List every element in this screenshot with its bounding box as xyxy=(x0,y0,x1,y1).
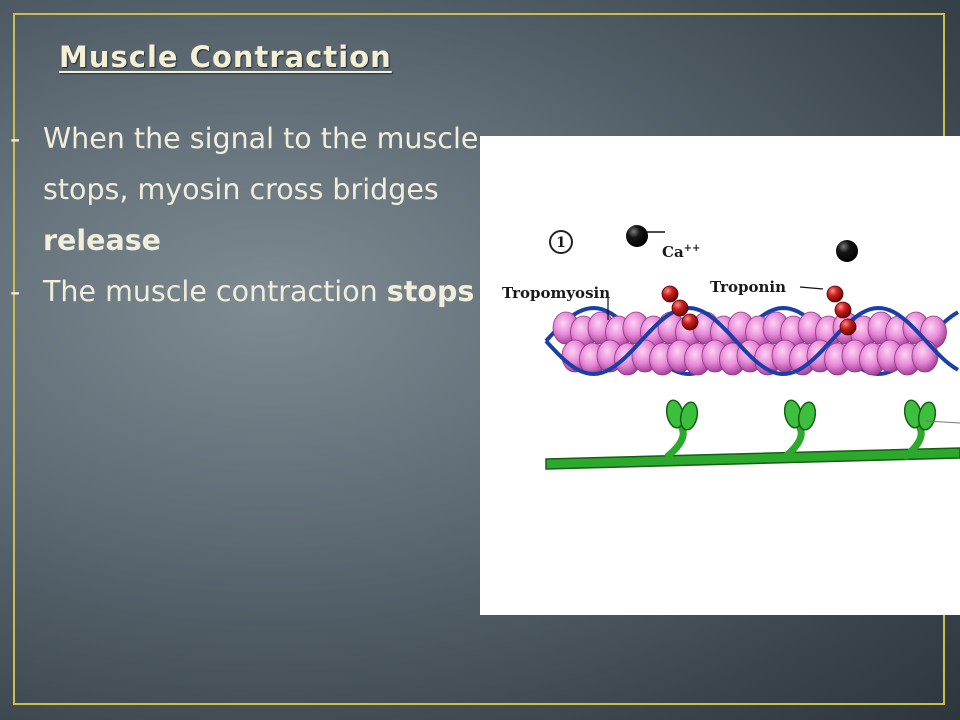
myosin-neck xyxy=(902,424,925,460)
muscle-contraction-diagram: 1 Ca++ Tropomyosin Troponin xyxy=(480,136,960,615)
troponin-complexes xyxy=(661,285,857,336)
myosin-head-lobe xyxy=(797,401,817,431)
myosin-pointer xyxy=(925,420,960,424)
myosin-backbone xyxy=(545,447,960,470)
bullet-item-release: -When the signal to the muscle stops, my… xyxy=(0,113,480,266)
bullet-dash: - xyxy=(10,122,21,155)
diagram-svg: 1 Ca++ Tropomyosin Troponin xyxy=(502,225,960,470)
bullet-bold-term: release xyxy=(43,224,162,257)
troponin-bead xyxy=(671,299,689,317)
bullet-bold-term: stops xyxy=(386,275,475,308)
myosin-head xyxy=(902,399,937,460)
troponin-bead xyxy=(839,318,857,336)
troponin-bead xyxy=(834,301,852,319)
bullet-item-stops: -The muscle contraction stops xyxy=(0,266,480,317)
myosin-neck xyxy=(782,424,805,460)
slide-title: Muscle Contraction xyxy=(59,40,392,74)
step-number: 1 xyxy=(556,235,566,251)
troponin-bead xyxy=(661,285,679,303)
troponin-label: Troponin xyxy=(710,278,786,296)
calcium-ions xyxy=(626,225,858,262)
step-number-circle xyxy=(549,230,573,254)
myosin-heads xyxy=(664,399,937,460)
thin-filament xyxy=(544,285,960,377)
calcium-ion xyxy=(836,240,858,262)
myosin-head-lobe xyxy=(679,401,699,431)
troponin-pointer xyxy=(799,286,824,290)
myosin-head xyxy=(782,399,817,460)
bullet-dash: - xyxy=(10,275,21,308)
actin-beads xyxy=(552,311,947,376)
calcium-ion xyxy=(626,225,648,247)
calcium-label: Ca++ xyxy=(662,243,700,261)
troponin-bead xyxy=(826,285,844,303)
myosin-head-lobe xyxy=(917,401,937,431)
bullet-list: -When the signal to the muscle stops, my… xyxy=(0,113,480,317)
myosin-head xyxy=(664,399,699,460)
bullet-text: When the signal to the muscle stops, myo… xyxy=(43,122,479,206)
actin-bead xyxy=(911,339,939,373)
troponin-bead xyxy=(681,313,699,331)
myosin-neck xyxy=(664,424,687,460)
tropomyosin-strand-front xyxy=(544,305,960,377)
myosin-filament xyxy=(545,399,960,470)
tropomyosin-label: Tropomyosin xyxy=(502,284,610,302)
bullet-text: The muscle contraction xyxy=(43,275,387,308)
